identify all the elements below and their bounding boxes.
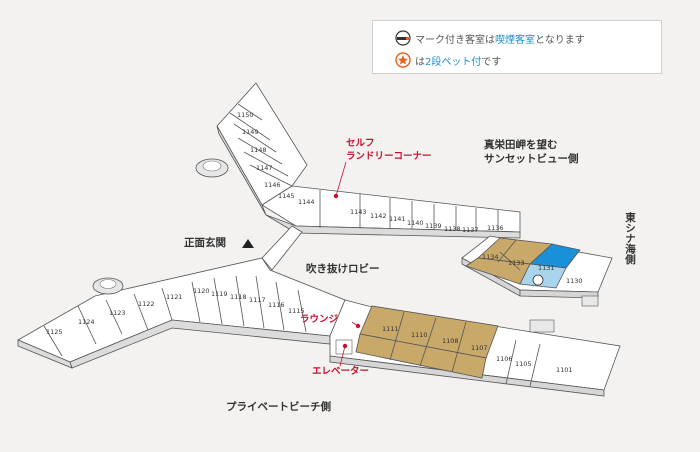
room-1115: 1115 — [288, 307, 305, 315]
room-1124: 1124 — [78, 318, 95, 326]
star-icon — [395, 52, 411, 68]
leader-lines — [333, 161, 361, 367]
room-1150: 1150 — [237, 111, 254, 119]
room-1134: 1134 — [482, 253, 499, 261]
legend-smoking-text: マーク付き客室は — [415, 34, 495, 46]
sunset-view-label-2: サンセットビュー側 — [484, 152, 579, 165]
main-entrance-label: 正面玄関 — [184, 236, 226, 249]
room-1133: 1133 — [508, 259, 525, 267]
room-1105: 1105 — [515, 360, 532, 368]
room-1147: 1147 — [256, 164, 273, 172]
legend-smoking-text-2: となります — [535, 34, 585, 46]
room-1125: 1125 — [46, 328, 63, 336]
room-1130: 1130 — [566, 277, 583, 285]
room-1142: 1142 — [370, 212, 387, 220]
south-wing — [17, 257, 346, 369]
stair-north — [195, 158, 229, 178]
room-1145: 1145 — [278, 192, 295, 200]
laundry-label-2: ランドリーコーナー — [346, 151, 432, 162]
room-1120: 1120 — [193, 287, 210, 295]
lounge-label: ラウンジ — [300, 314, 339, 325]
room-1131: 1131 — [538, 264, 555, 272]
east-block — [461, 235, 613, 307]
room-1117: 1117 — [249, 296, 266, 304]
room-1118: 1118 — [230, 293, 247, 301]
sunset-view-label-1: 真栄田岬を望む — [484, 138, 558, 151]
room-1146: 1146 — [264, 181, 281, 189]
room-1110: 1110 — [411, 331, 428, 339]
room-1122: 1122 — [138, 300, 155, 308]
room-1137: 1137 — [462, 226, 479, 234]
room-1140: 1140 — [407, 219, 424, 227]
room-1107: 1107 — [471, 344, 488, 352]
room-1138: 1138 — [444, 225, 461, 233]
room-1144: 1144 — [298, 198, 315, 206]
legend-smoking: マーク付き客室は喫煙客室となります — [373, 28, 585, 48]
laundry-label-1: セルフ — [346, 138, 375, 149]
east-china-sea-label: 東シナ海側 — [624, 211, 636, 265]
room-1139: 1139 — [425, 222, 442, 230]
entrance-marker-icon — [242, 239, 254, 248]
legend-pet-text-2: です — [481, 56, 502, 68]
stair-south — [92, 277, 124, 295]
connector-corridor — [261, 225, 303, 271]
elevator-label: エレベーター — [312, 365, 369, 377]
room-1149: 1149 — [242, 128, 259, 136]
legend-smoking-highlight: 喫煙客室 — [495, 34, 535, 46]
legend-pet-highlight: 2段ペット付 — [425, 56, 482, 68]
north-wing — [216, 82, 521, 239]
room-1148: 1148 — [250, 146, 267, 154]
atrium-lobby-label: 吹き抜けロビー — [306, 262, 380, 275]
room-1106: 1106 — [496, 355, 513, 363]
room-1108: 1108 — [442, 337, 459, 345]
smoking-mark-icon — [395, 30, 411, 46]
legend-pet-text: は — [415, 56, 425, 68]
room-1121: 1121 — [166, 293, 183, 301]
room-1143: 1143 — [350, 208, 367, 216]
room-1116: 1116 — [268, 301, 285, 309]
room-1136: 1136 — [487, 224, 504, 232]
room-1119: 1119 — [211, 290, 228, 298]
private-beach-label: プライベートビーチ側 — [226, 400, 331, 413]
room-1111: 1111 — [382, 325, 399, 333]
room-1123: 1123 — [109, 309, 126, 317]
room-numbers: 1150 1149 1148 1147 1146 1145 1144 1143 … — [46, 111, 583, 374]
area-labels: セルフ ランドリーコーナー 真栄田岬を望む サンセットビュー側 正面玄関 吹き抜… — [184, 138, 636, 413]
room-1141: 1141 — [389, 215, 406, 223]
room-1101: 1101 — [556, 366, 573, 374]
southeast-block — [329, 299, 621, 397]
